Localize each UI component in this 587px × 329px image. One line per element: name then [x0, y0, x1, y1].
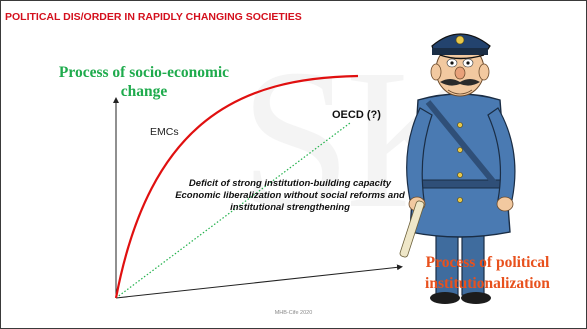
- oecd-label: OECD (?): [332, 109, 381, 121]
- note-line: Deficit of strong institution-building c…: [188, 178, 392, 189]
- emcs-label: EMCs: [150, 126, 179, 138]
- policeman-illustration: [399, 33, 516, 304]
- slide-title: POLITICAL DIS/ORDER IN RAPIDLY CHANGING …: [5, 11, 302, 23]
- diagram-notes: Deficit of strong institution-building c…: [155, 178, 425, 214]
- slide-footer: MHB-Cife 2020: [274, 310, 313, 316]
- note-line: institutional strengthening: [230, 202, 350, 213]
- y-axis-title: Process of socio-economic change: [58, 64, 230, 100]
- x-axis: [115, 264, 403, 299]
- emcs-curve: [114, 74, 359, 299]
- note-line: Economic liberalization without social r…: [175, 190, 405, 201]
- x-axis-title: Process of political institutionalizatio…: [425, 254, 550, 292]
